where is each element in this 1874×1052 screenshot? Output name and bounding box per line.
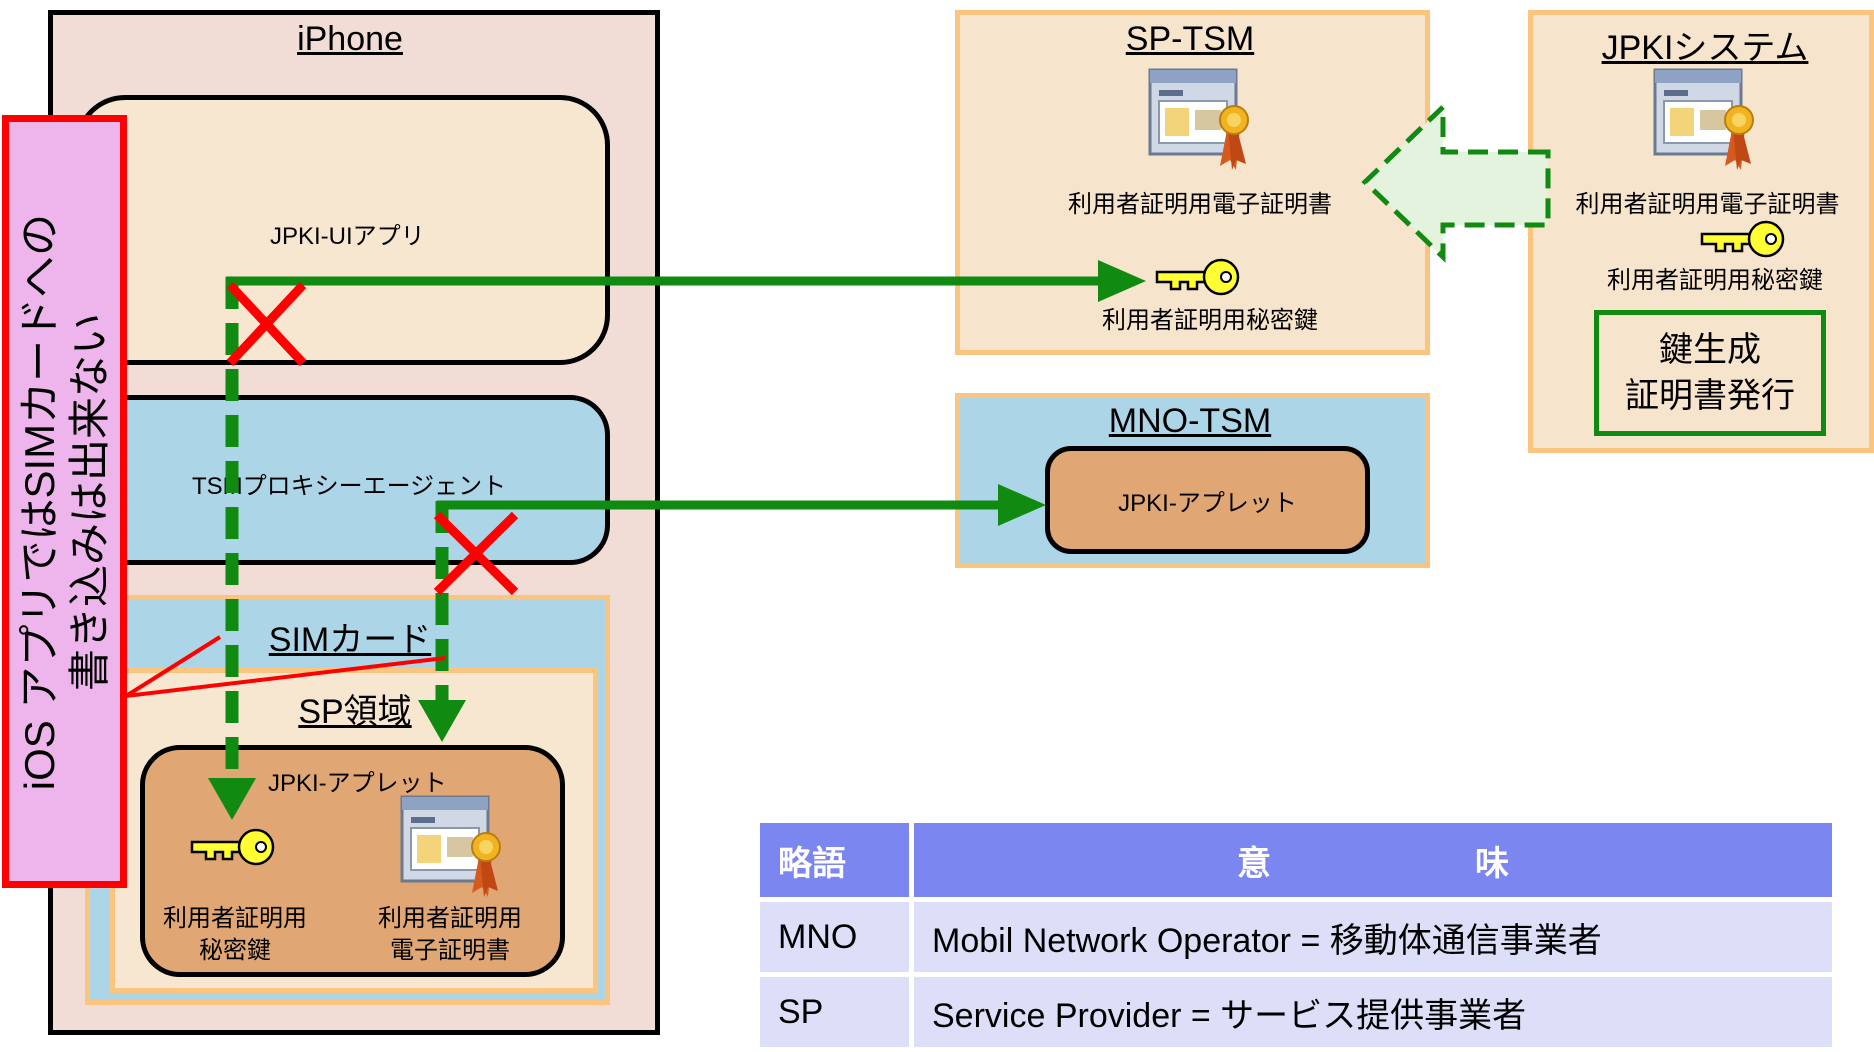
jpki-ui-app: JPKI-UIアプリ	[75, 95, 610, 365]
glossary-header-abbr: 略語	[760, 823, 914, 897]
jpki-system-certificate-label: 利用者証明用電子証明書	[1575, 191, 1840, 218]
sp-tsm-private-key-label: 利用者証明用秘密鍵	[1102, 307, 1318, 334]
glossary-meaning-cell: Mobil Network Operator = 移動体通信事業者	[914, 902, 1832, 972]
key-generation-box: 鍵生成 証明書発行	[1594, 310, 1826, 436]
sim-key-icon	[190, 828, 275, 866]
sim-certificate-icon	[400, 795, 502, 899]
cross-proxy-write	[433, 511, 519, 596]
sp-tsm-certificate-icon	[1148, 68, 1250, 172]
glossary-abbr-cell: MNO	[760, 902, 914, 972]
jpki-system-certificate-icon	[1653, 68, 1755, 172]
sp-tsm-key-icon	[1155, 258, 1240, 296]
cross-app-write	[226, 281, 307, 367]
ios-restriction-text: iOS アプリではSIMカードへの書き込みは出来ない	[15, 213, 113, 790]
key-generation-line1: 鍵生成	[1659, 331, 1761, 369]
sim-jpki-applet-label: JPKI-アプレット	[268, 770, 447, 797]
glossary-header-meaning: 意 味	[914, 823, 1832, 897]
glossary-abbr-cell: SP	[760, 977, 914, 1047]
table-row: SP Service Provider = サービス提供事業者	[760, 977, 1832, 1047]
jpki-system-private-key-label: 利用者証明用秘密鍵	[1607, 267, 1823, 294]
glossary-table: 略語 意 味 MNO Mobil Network Operator = 移動体通…	[760, 818, 1832, 1052]
mno-tsm-title: MNO-TSM	[1108, 402, 1272, 440]
jpki-ui-app-label: JPKI-UIアプリ	[270, 223, 425, 250]
sim-jpki-applet: JPKI-アプレット 利用者証明用秘密鍵 利用者証明用電子証明書	[140, 745, 565, 977]
table-row: MNO Mobil Network Operator = 移動体通信事業者	[760, 902, 1832, 972]
glossary-header-row: 略語 意 味	[760, 823, 1832, 897]
arrow-app-to-sp-tsm	[226, 260, 1146, 302]
sp-area-title: SP領域	[298, 693, 412, 731]
sp-tsm-box	[955, 10, 1430, 355]
tsm-proxy-agent: TSMプロキシーエージェント	[75, 395, 610, 565]
glossary-meaning-cell: Service Provider = サービス提供事業者	[914, 977, 1832, 1047]
mno-jpki-applet-label: JPKI-アプレット	[1118, 489, 1297, 517]
tsm-proxy-agent-label: TSMプロキシーエージェント	[192, 473, 507, 500]
sim-card-title: SIMカード	[268, 621, 432, 659]
sim-private-key-label: 利用者証明用秘密鍵	[163, 905, 307, 964]
arrow-proxy-to-mno-tsm	[437, 484, 1046, 526]
jpki-system-key-icon	[1700, 220, 1785, 258]
sp-tsm-title: SP-TSM	[1125, 20, 1255, 58]
key-generation-line2: 証明書発行	[1625, 377, 1795, 415]
sp-tsm-certificate-label: 利用者証明用電子証明書	[1068, 191, 1332, 218]
sim-certificate-label: 利用者証明用電子証明書	[378, 905, 522, 964]
iphone-title: iPhone	[297, 20, 403, 58]
jpki-system-title: JPKIシステム	[1601, 29, 1809, 67]
callout-pointer	[124, 635, 446, 698]
ios-restriction-callout: iOS アプリではSIMカードへの書き込みは出来ない	[2, 115, 127, 888]
dashed-arrow-app-to-sim	[208, 277, 256, 820]
mno-jpki-applet: JPKI-アプレット	[1045, 446, 1370, 554]
dashed-arrow-proxy-to-sim	[418, 501, 466, 742]
transfer-arrow	[1361, 101, 1551, 263]
